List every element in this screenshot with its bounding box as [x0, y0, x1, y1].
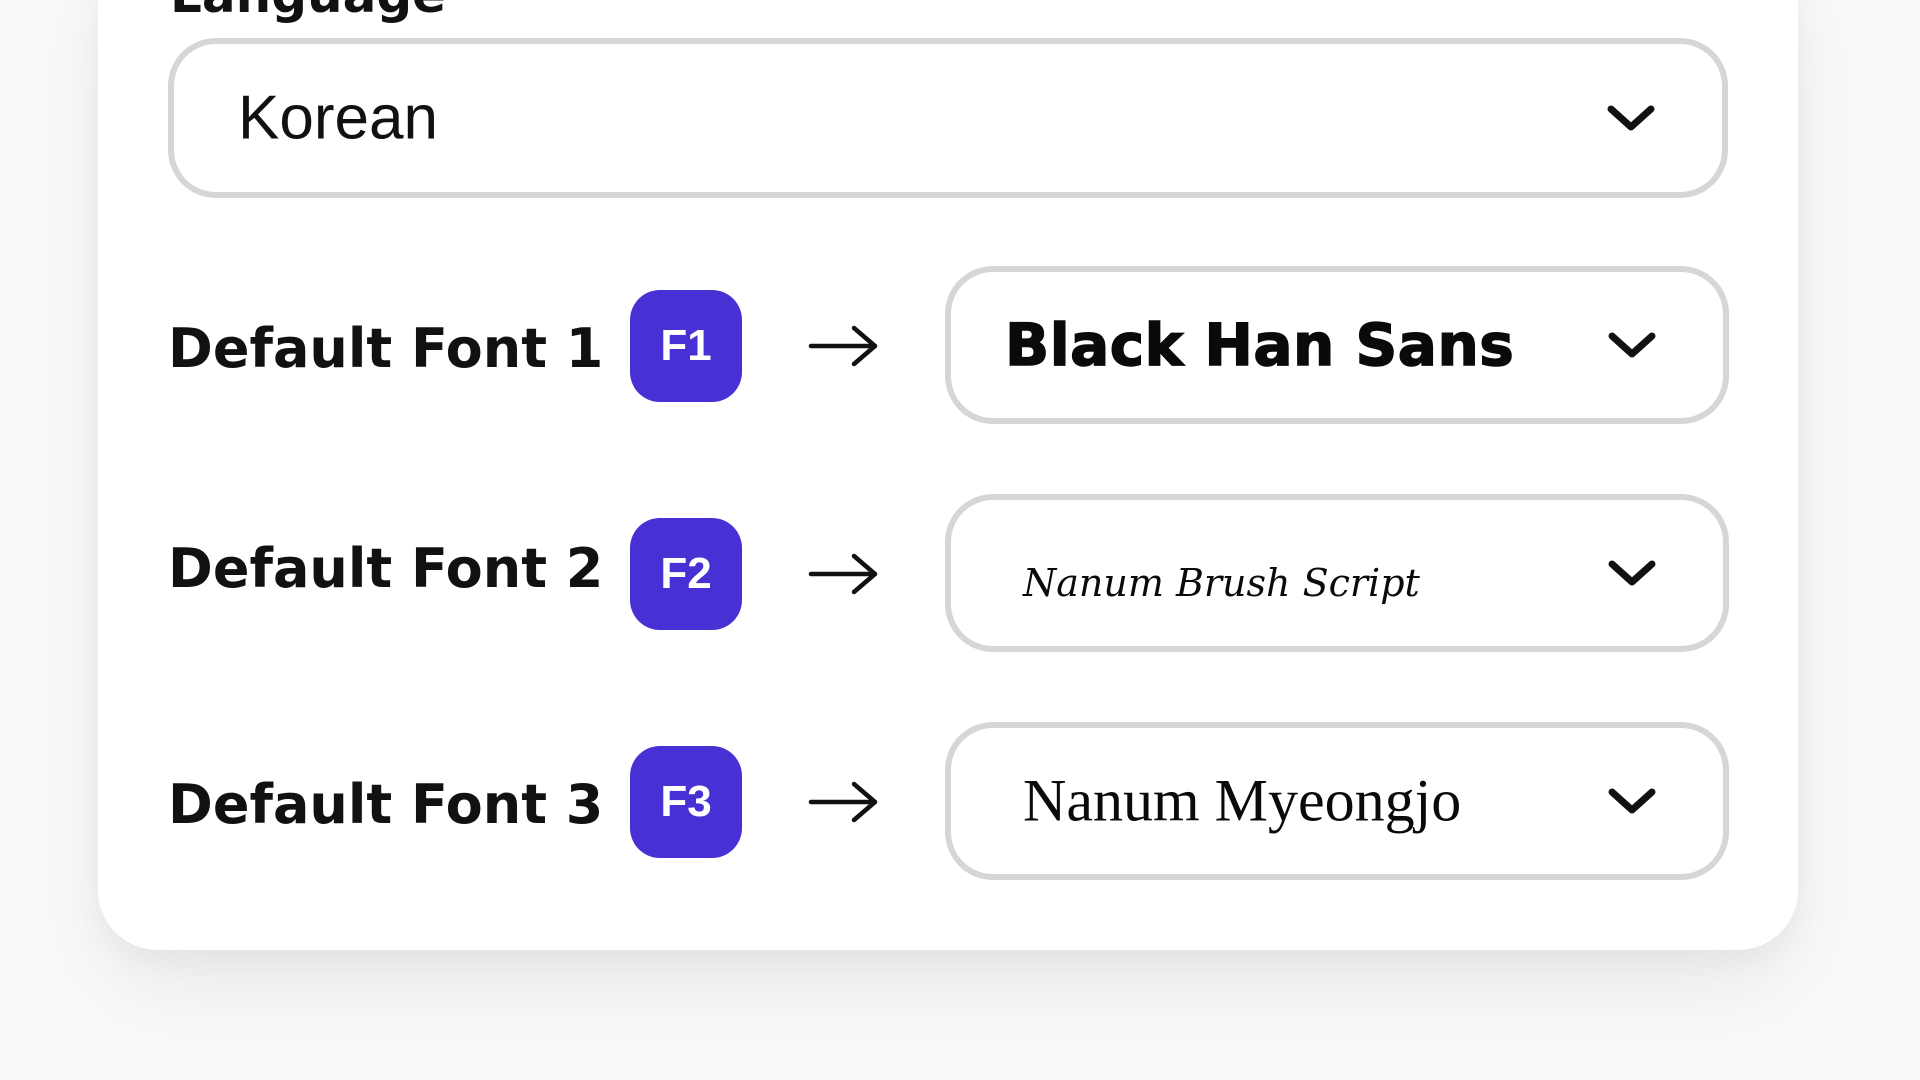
arrow-right-icon: [808, 325, 878, 367]
language-label: Language: [170, 0, 446, 20]
chevron-down-icon: [1608, 560, 1656, 586]
language-select[interactable]: Korean: [168, 38, 1728, 198]
default-font-2-label: Default Font 2: [168, 537, 604, 600]
default-font-3-select[interactable]: Nanum Myeongjo: [945, 722, 1729, 880]
font-badge-f3: F3: [630, 746, 742, 858]
default-font-1-label: Default Font 1: [168, 317, 604, 380]
default-font-2-value: Nanum Brush Script: [1023, 561, 1420, 605]
font-badge-f2: F2: [630, 518, 742, 630]
chevron-down-icon: [1607, 105, 1655, 131]
language-selected-value: Korean: [238, 83, 438, 153]
default-font-2-select[interactable]: Nanum Brush Script: [945, 494, 1729, 652]
default-font-3-value: Nanum Myeongjo: [1023, 767, 1462, 834]
chevron-down-icon: [1608, 788, 1656, 814]
default-font-1-select[interactable]: Black Han Sans: [945, 266, 1729, 424]
arrow-right-icon: [808, 553, 878, 595]
font-badge-f1: F1: [630, 290, 742, 402]
default-font-1-value: Black Han Sans: [1004, 310, 1515, 380]
arrow-right-icon: [808, 781, 878, 823]
chevron-down-icon: [1608, 332, 1656, 358]
default-font-3-label: Default Font 3: [168, 773, 604, 836]
